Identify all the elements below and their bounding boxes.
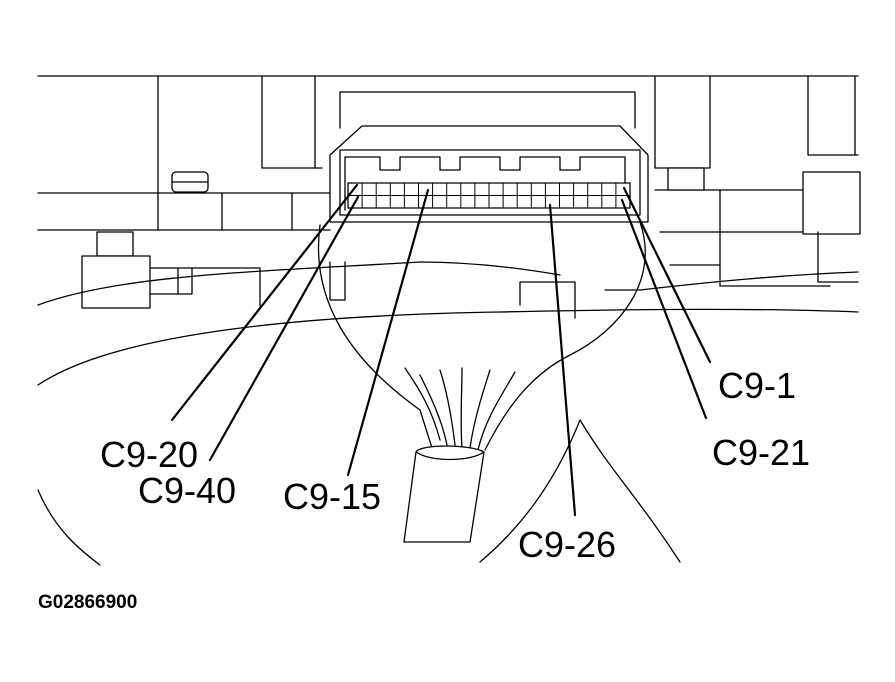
callout-c9-15: C9-15 [283,476,381,517]
callout-c9-26: C9-26 [518,524,616,565]
leader-lines [170,183,712,517]
pin-grid [361,183,617,208]
wire-harness [317,221,646,543]
leader-c9-15 [346,188,430,477]
leader-c9-40 [208,195,360,462]
callout-c9-21: C9-21 [712,432,810,473]
connector-c9 [329,125,649,223]
callout-c9-1: C9-1 [718,365,796,406]
leader-c9-21 [620,198,708,420]
figure-id: G02866900 [38,592,137,613]
ecu-housing [37,75,861,287]
callout-c9-20: C9-20 [100,434,198,475]
leader-c9-1 [622,186,712,364]
lower-panel [37,261,859,566]
leader-c9-20 [170,183,359,422]
leader-c9-26 [548,203,577,517]
left-clip [81,231,261,309]
callout-c9-40: C9-40 [138,470,236,511]
